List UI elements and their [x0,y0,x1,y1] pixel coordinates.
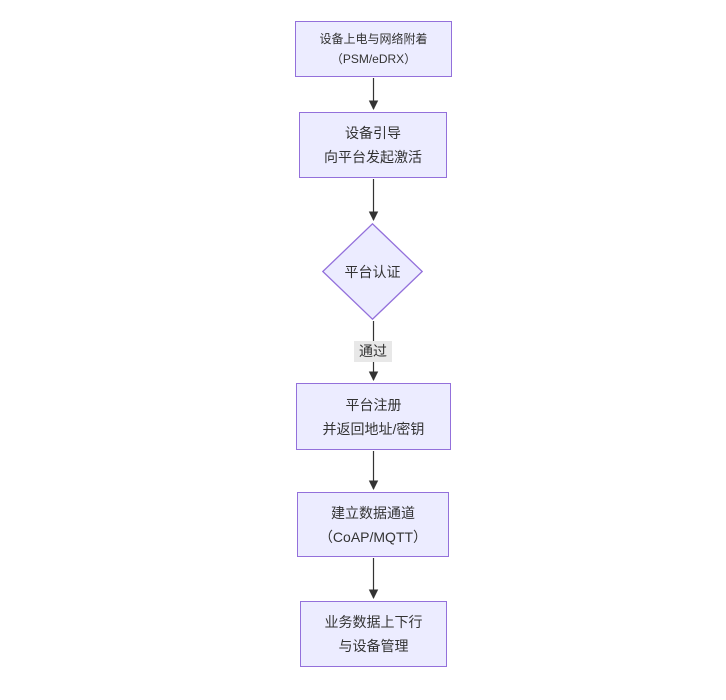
node-platform-register: 平台注册 并返回地址/密钥 [296,383,451,450]
node-label-line: 建立数据通道 [331,504,415,521]
edge-label-pass: 通过 [354,341,392,362]
node-label-line: 设备上电与网络附着 [319,32,428,46]
node-label-line: 业务数据上下行 [324,614,423,630]
decision-label: 平台认证 [344,263,401,280]
node-label-line: （PSM/eDRX） [330,52,417,66]
node-label-line: 向平台发起激活 [324,149,422,165]
node-platform-auth-decision: 平台认证 [322,223,423,320]
node-device-bootstrap: 设备引导 向平台发起激活 [299,112,447,178]
node-data-channel: 建立数据通道 （CoAP/MQTT） [297,492,449,557]
node-business-data: 业务数据上下行 与设备管理 [300,601,447,667]
node-label-line: 与设备管理 [338,638,409,654]
node-device-power-attach: 设备上电与网络附着 （PSM/eDRX） [295,21,452,77]
node-label-line: （CoAP/MQTT） [318,528,428,545]
node-label-line: 平台注册 [345,396,402,413]
node-label-line: 并返回地址/密钥 [322,420,425,437]
node-label-line: 设备引导 [345,125,401,141]
decision-diamond-shape [322,223,423,320]
